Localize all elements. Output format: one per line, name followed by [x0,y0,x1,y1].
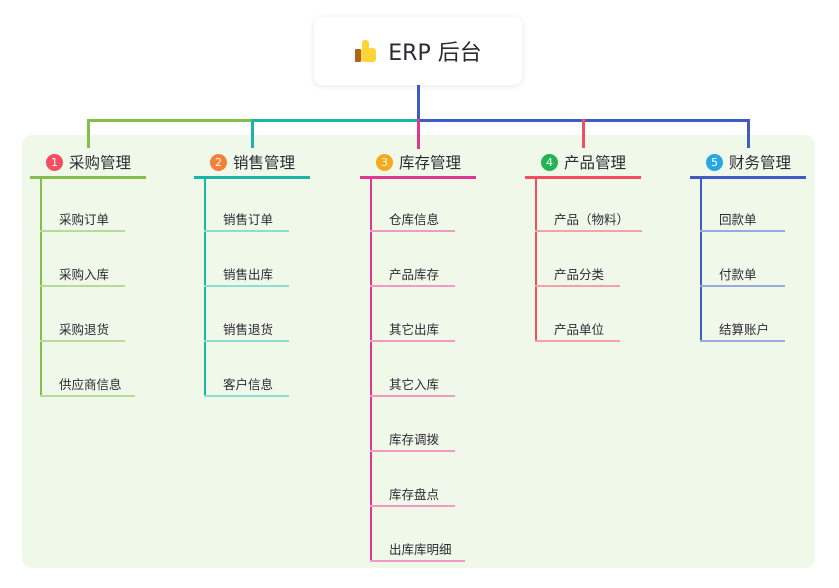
root-title: ERP 后台 [388,41,482,66]
child-node[interactable]: 库存调拨 [389,432,440,447]
branch-title: 销售管理 [233,154,296,172]
child-node[interactable]: 销售退货 [223,322,274,337]
number-badge-icon: 1 [46,153,63,171]
child-underline [40,395,135,397]
child-underline [535,340,620,342]
child-underline [700,340,785,342]
thumbs-up-icon [354,40,378,62]
child-underline [40,230,125,232]
trunk-segment [88,119,252,122]
child-node[interactable]: 采购订单 [59,212,110,227]
diagram-background-panel [22,135,815,568]
branch-underline [525,176,641,179]
child-underline [370,450,455,452]
child-underline [204,340,289,342]
trunk-segment [252,119,418,122]
child-underline [370,340,455,342]
child-node[interactable]: 其它入库 [389,377,440,392]
branch-underline [360,176,476,179]
child-node[interactable]: 产品单位 [554,322,605,337]
number-badge-icon: 5 [706,153,723,171]
child-node[interactable]: 产品库存 [389,267,440,282]
branch-spine [204,178,206,396]
branch-connector [582,119,585,148]
child-node[interactable]: 客户信息 [223,377,274,392]
child-underline [535,230,643,232]
branch-5[interactable]: 5 财务管理 [706,151,791,173]
branch-spine [370,178,372,561]
branch-1[interactable]: 1 采购管理 [46,151,131,173]
child-node[interactable]: 库存盘点 [389,487,440,502]
branch-title: 产品管理 [564,154,627,172]
branch-spine [40,178,42,396]
branch-spine [535,178,537,341]
child-underline [700,230,785,232]
branch-connector [747,119,750,148]
child-underline [700,285,785,287]
number-badge-icon: 3 [376,153,393,171]
child-underline [370,230,455,232]
number-badge-icon: 2 [210,153,227,171]
branch-connector [251,119,254,148]
child-node[interactable]: 产品（物料） [554,212,630,227]
child-node[interactable]: 供应商信息 [59,377,122,392]
child-underline [370,560,465,562]
child-node[interactable]: 采购退货 [59,322,110,337]
child-node[interactable]: 出库库明细 [389,542,452,557]
root-connector [417,85,420,121]
branch-connector [87,119,90,148]
child-node[interactable]: 付款单 [719,267,757,282]
child-node[interactable]: 销售出库 [223,267,274,282]
branch-3[interactable]: 3 库存管理 [376,151,461,173]
child-underline [204,395,289,397]
branch-underline [194,176,310,179]
branch-underline [690,176,806,179]
branch-connector [417,119,420,149]
child-underline [535,285,620,287]
child-node[interactable]: 回款单 [719,212,757,227]
child-underline [370,505,455,507]
child-underline [40,285,125,287]
branch-title: 库存管理 [399,154,462,172]
branch-underline [30,176,146,179]
branch-2[interactable]: 2 销售管理 [210,151,295,173]
branch-title: 采购管理 [69,154,132,172]
child-underline [370,285,455,287]
child-node[interactable]: 产品分类 [554,267,605,282]
branch-4[interactable]: 4 产品管理 [541,151,626,173]
child-underline [370,395,455,397]
root-node[interactable]: ERP 后台 [314,17,522,85]
child-node[interactable]: 仓库信息 [389,212,440,227]
child-underline [40,340,125,342]
child-node[interactable]: 结算账户 [719,322,770,337]
child-node[interactable]: 销售订单 [223,212,274,227]
child-underline [204,230,289,232]
number-badge-icon: 4 [541,153,558,171]
child-node[interactable]: 采购入库 [59,267,110,282]
child-underline [204,285,289,287]
child-node[interactable]: 其它出库 [389,322,440,337]
branch-title: 财务管理 [729,154,792,172]
branch-spine [700,178,702,341]
